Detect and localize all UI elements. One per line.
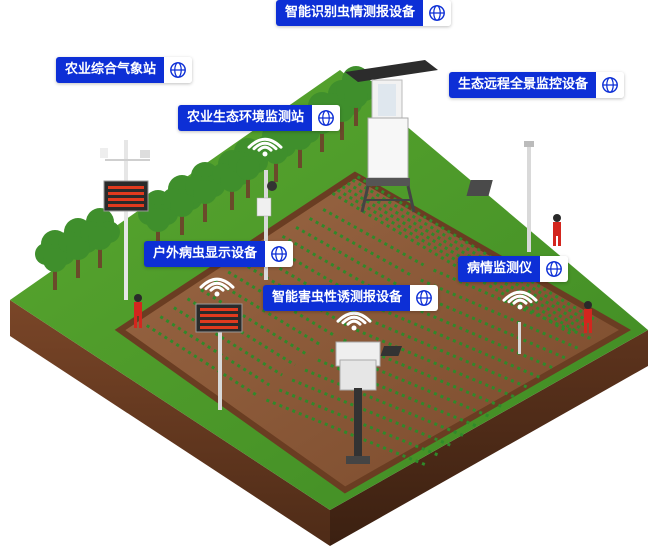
crop-row <box>159 315 271 387</box>
label-weather-station-text: 农业综合气象站 <box>56 57 165 83</box>
crop-row <box>351 178 594 326</box>
crop-row <box>265 398 427 467</box>
label-remote-monitor[interactable]: 生态远程全景监控设备 <box>449 72 625 98</box>
tree <box>80 208 120 268</box>
crop-row <box>336 188 579 334</box>
disease-monitor-device <box>380 322 521 356</box>
crop-row <box>331 192 574 336</box>
label-env-station-text: 农业生态环境监测站 <box>178 105 313 131</box>
worker-right-top <box>553 214 561 246</box>
label-weather-station[interactable]: 农业综合气象站 <box>56 57 193 83</box>
crop-row <box>308 217 412 277</box>
crop-row <box>173 306 283 377</box>
globe-icon <box>423 0 452 26</box>
outdoor-display-device <box>195 303 243 410</box>
globe-icon <box>164 57 193 83</box>
label-disease-monitor[interactable]: 病情监测仪 <box>458 256 569 282</box>
label-sex-lure-text: 智能害虫性诱测报设备 <box>263 285 411 311</box>
tree <box>162 175 202 235</box>
label-sex-lure[interactable]: 智能害虫性诱测报设备 <box>263 285 439 311</box>
crop-row <box>291 378 453 448</box>
crop-row <box>420 278 582 351</box>
globe-icon <box>265 241 294 267</box>
wifi-icon <box>199 277 235 297</box>
sex-lure-device <box>335 341 381 464</box>
crop-row <box>295 226 399 287</box>
weather-station <box>100 140 150 300</box>
globe-icon <box>596 72 625 98</box>
wifi-icon <box>247 137 283 157</box>
crop-row <box>346 182 589 328</box>
crop-row <box>355 328 518 400</box>
globe-icon <box>410 285 439 311</box>
worker-right-bottom <box>584 301 592 333</box>
crop-row <box>368 318 530 390</box>
label-disease-monitor-text: 病情监测仪 <box>458 256 541 282</box>
crop-row <box>304 368 466 438</box>
crop-row <box>394 298 556 371</box>
label-insect-identify-text: 智能识别虫情测报设备 <box>276 0 424 26</box>
wireless-signals <box>199 137 538 331</box>
label-remote-monitor-text: 生态远程全景监控设备 <box>449 72 597 98</box>
field-path <box>114 171 632 494</box>
crop-row <box>322 208 425 267</box>
label-outdoor-display-text: 户外病虫显示设备 <box>144 241 266 267</box>
soil-right-side <box>330 330 648 546</box>
insect-identify-device <box>345 60 438 213</box>
crop-row <box>356 175 599 323</box>
crop-row <box>381 308 543 380</box>
crop-row <box>145 324 258 397</box>
globe-icon <box>540 256 569 282</box>
remote-monitor-device <box>466 141 534 252</box>
worker-left <box>134 294 142 328</box>
label-insect-identify[interactable]: 智能识别虫情测报设备 <box>276 0 452 26</box>
wifi-icon <box>502 290 538 310</box>
globe-icon <box>312 105 341 131</box>
environment-station <box>256 170 277 280</box>
crop-row <box>341 185 584 331</box>
tree <box>228 138 268 198</box>
wifi-icon <box>336 311 372 331</box>
label-outdoor-display[interactable]: 户外病虫显示设备 <box>144 241 294 267</box>
label-env-station[interactable]: 农业生态环境监测站 <box>178 105 341 131</box>
soil-left-side <box>10 300 330 546</box>
